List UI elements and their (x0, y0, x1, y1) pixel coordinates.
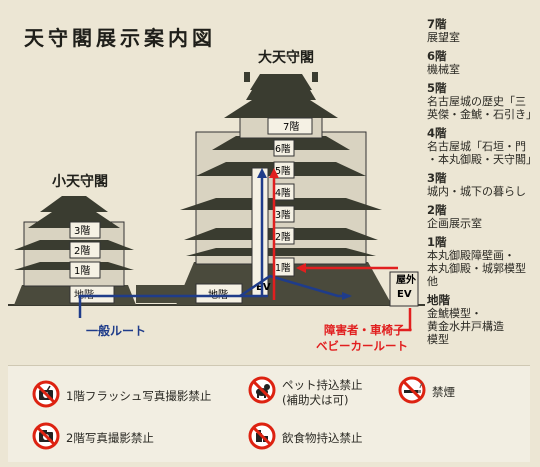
legend-item: 禁煙 (398, 376, 455, 404)
accessible-route-arrowhead (296, 263, 306, 273)
main-tower-floor-7 (267, 117, 313, 135)
floor-guide-description: 金鯱模型・ (427, 307, 482, 320)
general-route-label: 一般ルート (86, 323, 146, 338)
main-tower-floor-1-label: 1階 (275, 263, 291, 274)
outdoor-elevator-label-2: EV (397, 289, 412, 300)
floor-guide-floor: 5階 (427, 81, 447, 95)
legend-text: 飲食物持込禁止 (282, 431, 363, 445)
small-tower-name: 小天守閣 (52, 173, 108, 190)
legend-item: 1階フラッシュ写真撮影禁止 (32, 380, 211, 408)
floor-guide-description: 名古屋城「石垣・門 (427, 140, 526, 153)
floor-guide-entry: 5階名古屋城の歴史「三英傑・金鯱・石引き」 (427, 81, 537, 122)
legend: 1階フラッシュ写真撮影禁止 ペット持込禁止 (補助犬は可) 禁煙 2階写真撮影禁… (8, 365, 530, 462)
main-tower-basement-label: 地階 (208, 288, 228, 301)
floor-guide-entry: 4階名古屋城「石垣・門・本丸御殿・天守閣」 (427, 126, 537, 167)
main-tower: 地階 7階 6階 5階 4階 3階 2階 1階 EV (176, 72, 392, 305)
floor-guide-floor: 4階 (427, 126, 447, 140)
floor-guide-floor: 3階 (427, 171, 447, 185)
elevator-label: EV (256, 282, 271, 293)
accessible-route (272, 176, 412, 332)
main-tower-floor-7-label: 7階 (283, 121, 299, 133)
floor-guide-description: 機械室 (427, 63, 460, 76)
legend-text: 2階写真撮影禁止 (66, 431, 154, 445)
main-tower-floor-2-label: 2階 (275, 232, 291, 243)
main-tower-floor-6 (273, 139, 295, 157)
small-tower-basement-label: 地階 (74, 288, 94, 301)
floor-guide-description: 展望室 (427, 31, 460, 44)
main-tower-name: 大天守閣 (258, 49, 314, 66)
outdoor-elevator-label-1: 屋外 (396, 273, 416, 286)
legend-text: ペット持込禁止 (282, 378, 363, 392)
small-tower-floor-2 (69, 241, 101, 259)
main-tower-floor-5-label: 5階 (275, 166, 291, 177)
no-flash-photo-icon (32, 380, 60, 408)
floor-guide-description: 本丸御殿障壁画・ (427, 249, 515, 262)
accessible-route-label-2: ベビーカールート (316, 339, 408, 353)
floor-guide-description: 黄金水井戸構造 (427, 320, 504, 333)
main-tower-floor-4-label: 4階 (275, 188, 291, 199)
small-tower: 地階 3階 2階 1階 (14, 196, 136, 305)
floor-guide-entry: 地階金鯱模型・黄金水井戸構造模型 (427, 293, 537, 347)
legend-item: 2階写真撮影禁止 (32, 422, 154, 450)
floor-guide-floor: 地階 (427, 293, 450, 307)
small-tower-floor-2-label: 2階 (74, 245, 90, 257)
floor-guide-floor: 6階 (427, 49, 447, 63)
accessible-route-label-1: 障害者・車椅子・ (324, 323, 416, 337)
floor-guide-entry: 6階機械室 (427, 49, 537, 77)
floor-guide-entry: 1階本丸御殿障壁画・本丸御殿・城郭模型他 (427, 235, 537, 289)
legend-text: 1階フラッシュ写真撮影禁止 (66, 389, 212, 403)
floor-guide-entry: 7階展望室 (427, 17, 537, 45)
floor-guide-description: 他 (427, 275, 438, 288)
floor-guide-entry: 2階企画展示室 (427, 203, 537, 231)
floor-guide-floor: 7階 (427, 17, 447, 31)
legend-item: 飲食物持込禁止 (248, 422, 363, 450)
small-tower-floor-1-label: 1階 (74, 265, 90, 277)
no-smoking-icon (398, 376, 426, 404)
no-photo-icon (32, 422, 60, 450)
no-food-drink-icon (248, 422, 276, 450)
small-tower-floor-1 (69, 261, 101, 279)
floor-guide-description: 城内・城下の暮らし (427, 185, 526, 198)
small-tower-floor-3-label: 3階 (74, 225, 90, 237)
legend-text: 禁煙 (432, 385, 455, 399)
floor-guide-description: 模型 (427, 333, 449, 346)
elevator-shaft (251, 167, 269, 297)
floor-guide-floor: 1階 (427, 235, 447, 249)
outdoor-elevator (389, 271, 419, 307)
small-tower-floor-3 (69, 221, 101, 239)
main-tower-floor-6-label: 6階 (275, 144, 291, 155)
floor-guide-floor: 2階 (427, 203, 447, 217)
floor-guide-description: 本丸御殿・城郭模型 (427, 262, 526, 275)
page-title: 天守閣展示案内図 (24, 26, 216, 50)
floor-guide-description: 名古屋城の歴史「三 (427, 95, 526, 108)
legend-item: ペット持込禁止 (補助犬は可) (248, 376, 363, 408)
legend-subtext: (補助犬は可) (282, 393, 349, 407)
floor-guide-description: 英傑・金鯱・石引き」 (427, 108, 537, 121)
general-route-arrowhead (257, 168, 267, 178)
main-tower-floor-3-label: 3階 (275, 210, 291, 221)
no-pets-icon (248, 376, 276, 404)
floor-guide-entry: 3階城内・城下の暮らし (427, 171, 537, 199)
floor-guide-description: 企画展示室 (427, 217, 482, 230)
floor-guide-description: ・本丸御殿・天守閣」 (427, 153, 537, 166)
